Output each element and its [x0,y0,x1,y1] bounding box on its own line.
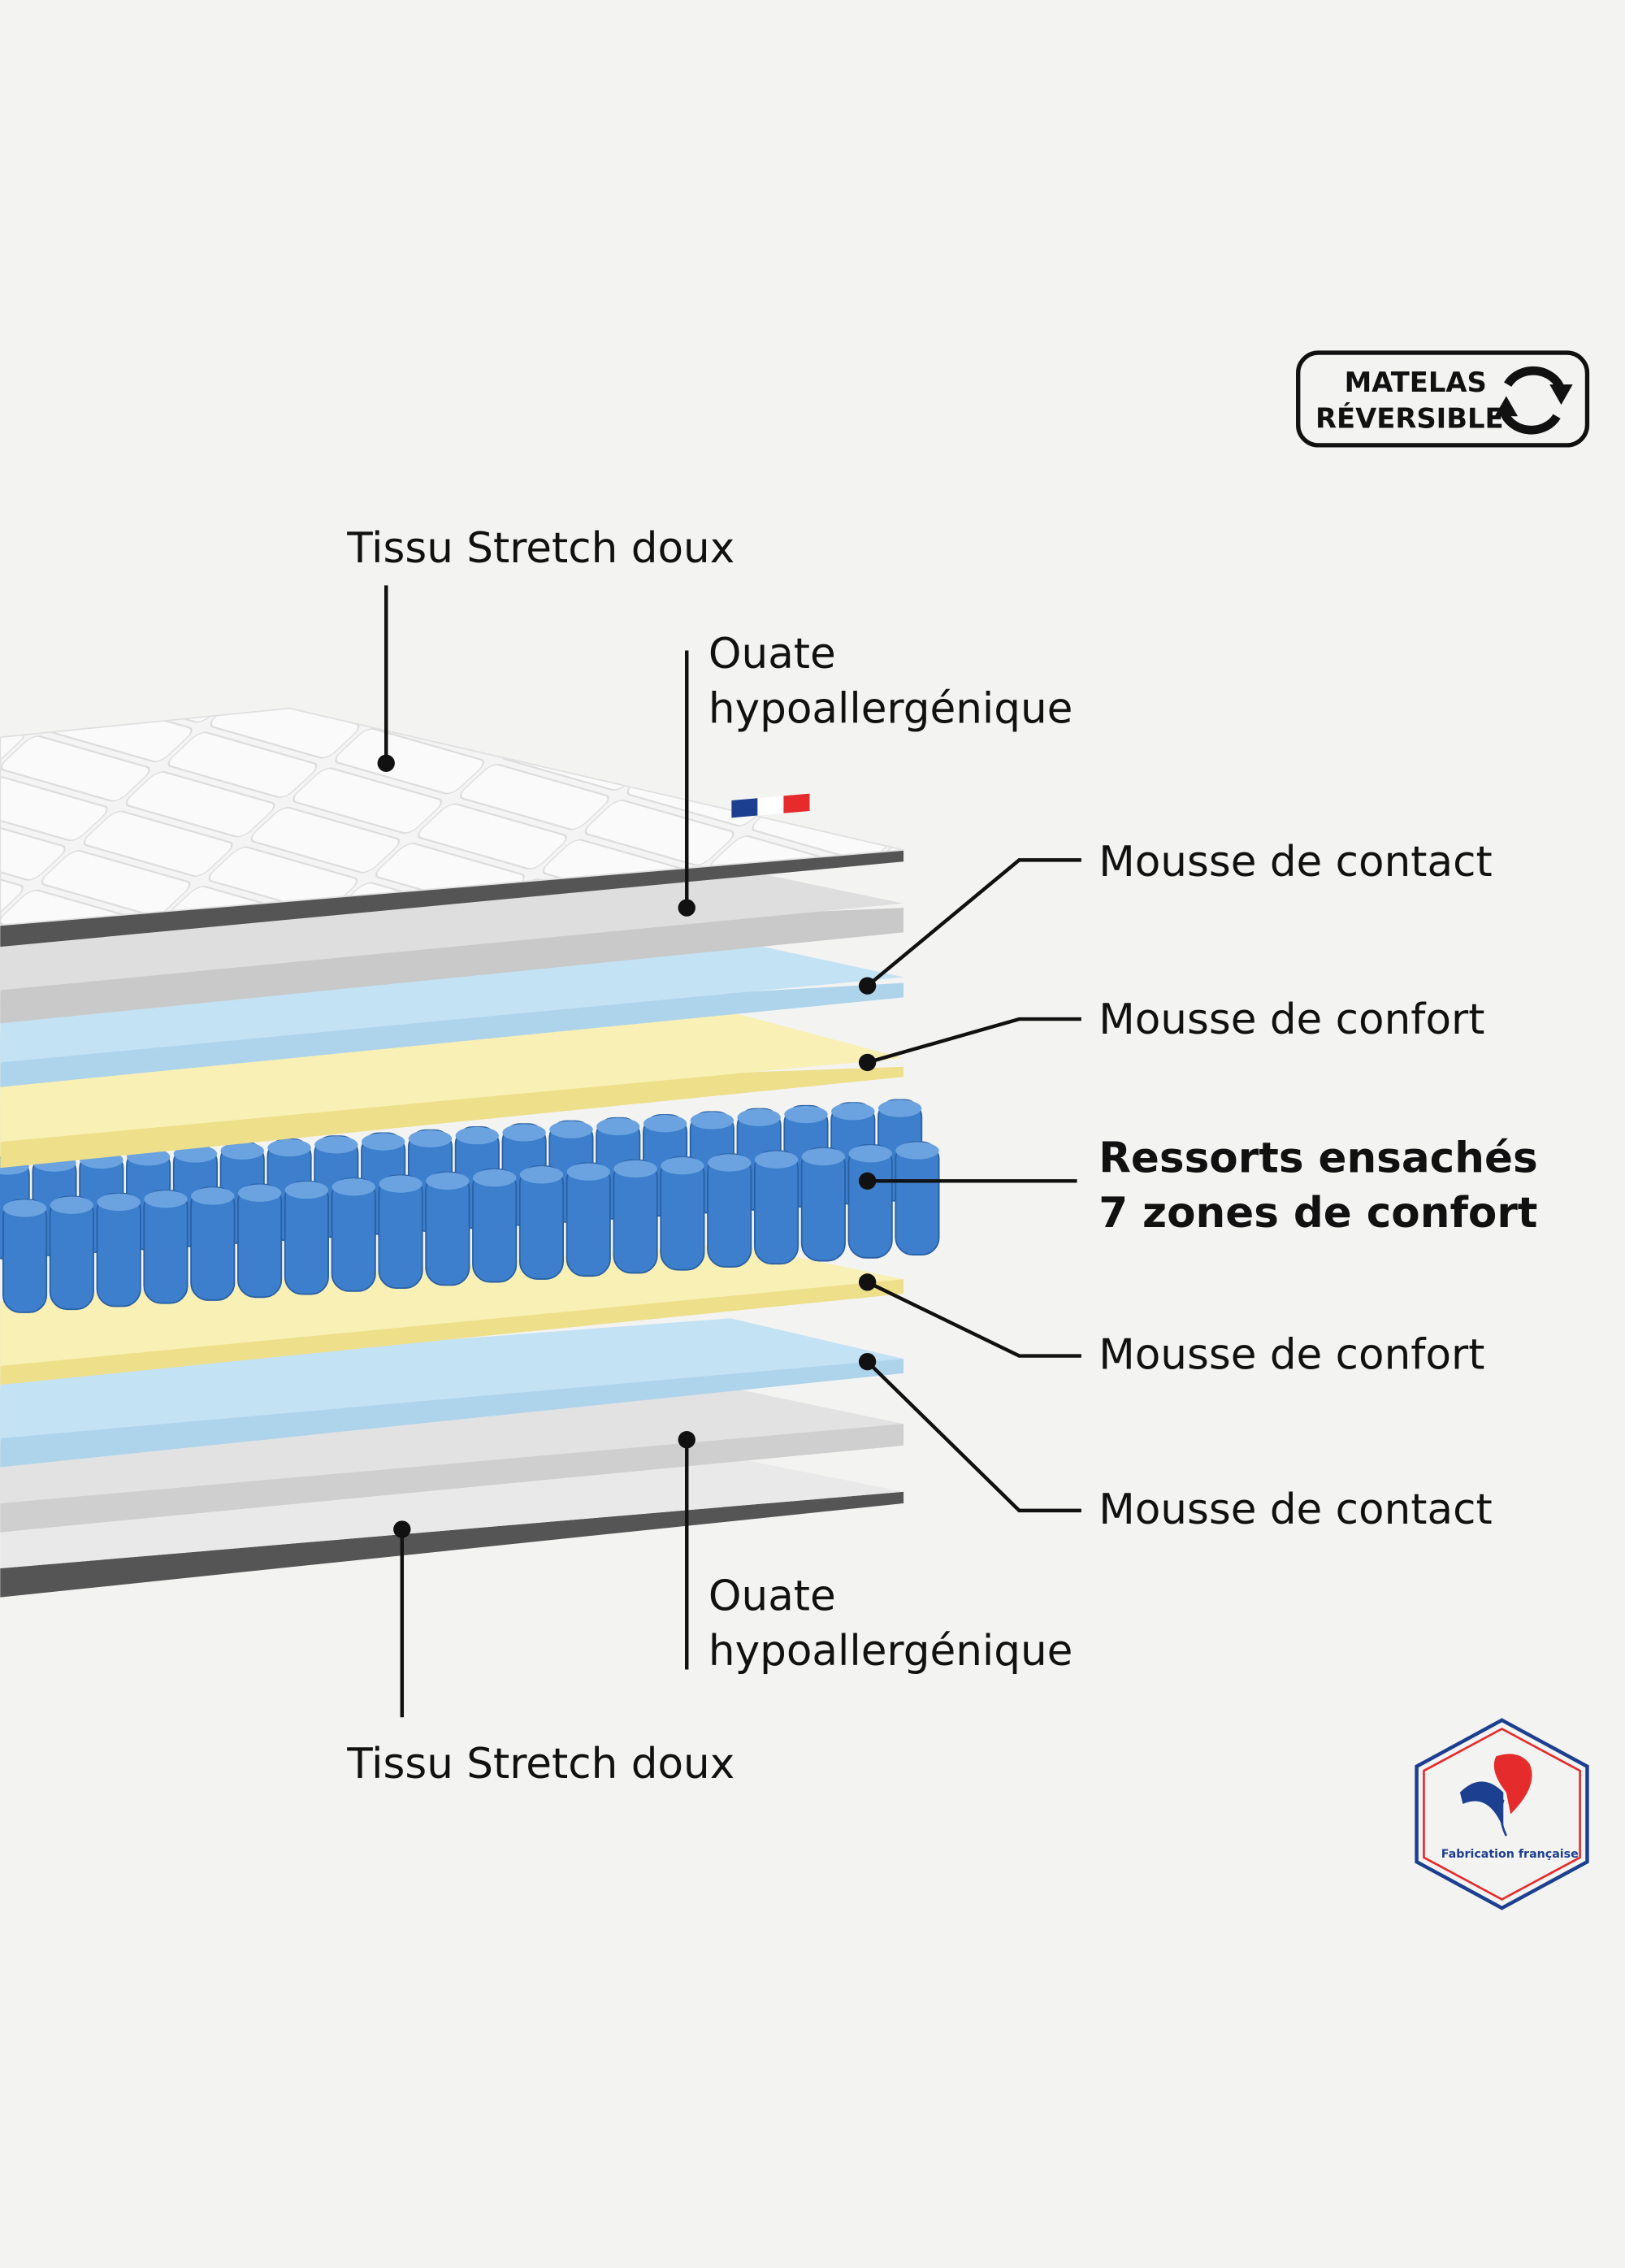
label-top-confort: Mousse de confort [1098,995,1484,1044]
spring-coil [143,1190,188,1304]
layer-top-confort [0,1012,904,1169]
reverse-arrows-icon [1494,366,1573,435]
leader-dots [377,754,877,1538]
badge-line2: RÉVERSIBLE [1315,402,1504,435]
spring-coil [566,1162,611,1277]
fabrication-francaise-logo: Fabrication française [1415,1718,1589,1910]
spring-coil [190,1186,236,1301]
spring-coil [2,1199,48,1313]
leader-lines [384,585,1081,1718]
layer-bottom-contact [0,1318,904,1468]
spring-coil [237,1183,283,1299]
spring-coil [331,1177,376,1292]
layer-bottom-confort [0,1242,904,1386]
layer-bottom-ouate [0,1387,904,1533]
spring-coil [378,1174,423,1290]
label-top-contact: Mousse de contact [1098,838,1493,887]
spring-coil [425,1171,470,1286]
label-top-fabric: Tissu Stretch doux [346,524,734,573]
spring-coil [707,1153,752,1268]
label-springs-line1: Ressorts ensachés [1098,1134,1537,1183]
spring-coil [800,1147,846,1262]
label-bottom-fabric: Tissu Stretch doux [346,1740,734,1789]
label-top-ouate-line2: hypoallergénique [708,684,1072,733]
spring-coil [518,1165,565,1280]
layer-bottom-fabric [0,1457,904,1598]
spring-coil [613,1159,658,1274]
label-springs-line2: 7 zones de confort [1098,1189,1537,1238]
label-bottom-ouate-line1: Ouate [708,1572,836,1621]
layer-top-ouate [0,867,904,1024]
layer-pocket-springs [0,1099,940,1313]
label-top-ouate-line1: Ouate [708,630,836,679]
spring-coil [660,1156,705,1271]
reversible-badge: MATELAS RÉVERSIBLE [1296,350,1590,448]
label-bottom-contact: Mousse de contact [1098,1485,1493,1534]
french-flag-tag [731,793,810,818]
layer-top-fabric [0,707,904,948]
label-bottom-ouate-line2: hypoallergénique [708,1627,1072,1676]
label-bottom-confort: Mousse de confort [1098,1331,1484,1380]
spring-coil [753,1150,800,1265]
spring-coil [472,1169,518,1283]
layer-top-contact [0,939,904,1087]
logo-text: Fabrication française [1441,1848,1579,1861]
spring-coil [895,1141,940,1255]
spring-coil [96,1192,141,1307]
spring-coil [284,1180,329,1295]
spring-coil [49,1195,94,1311]
badge-line1: MATELAS [1345,366,1487,398]
spring-coil [847,1144,893,1259]
